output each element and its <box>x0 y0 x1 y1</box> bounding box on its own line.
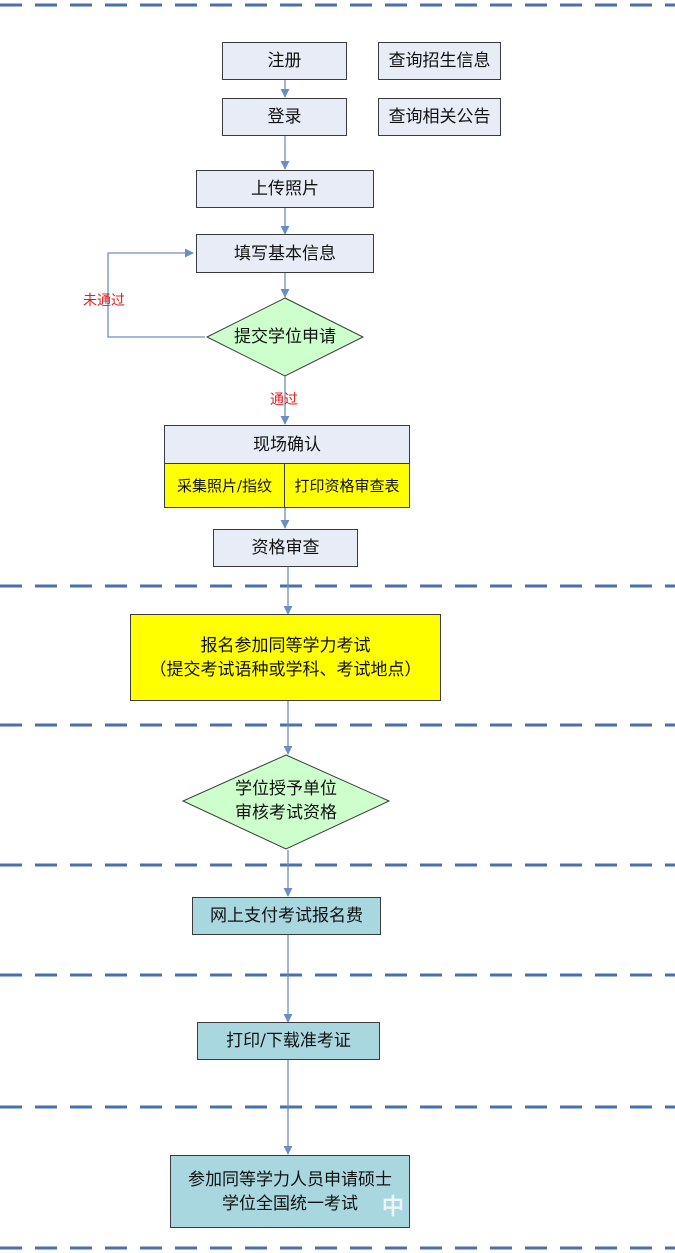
watermark-logo: 中 <box>382 1195 405 1220</box>
print-review-form-box[interactable]: 打印资格审查表 <box>284 463 410 508</box>
final-exam-line1: 参加同等学力人员申请硕士 <box>188 1169 392 1190</box>
collect-photo-fingerprint-box[interactable]: 采集照片/指纹 <box>164 463 285 508</box>
unit-review-label: 学位授予单位 审核考试资格 <box>216 776 356 826</box>
fill-info-box[interactable]: 填写基本信息 <box>196 234 374 273</box>
final-exam-line2: 学位全国统一考试 <box>222 1193 358 1214</box>
arrow-loop-not-passed <box>107 248 205 338</box>
query-admission-box[interactable]: 查询招生信息 <box>378 42 501 80</box>
diamond-submit-application <box>205 297 365 377</box>
onsite-confirm-label: 现场确认 <box>253 434 321 455</box>
upload-photo-label: 上传照片 <box>251 179 319 199</box>
print-review-form-label: 打印资格审查表 <box>294 476 400 495</box>
diamond-unit-review <box>181 754 391 850</box>
not-passed-label: 未通过 <box>83 293 125 309</box>
unit-review-line2: 审核考试资格 <box>235 803 337 823</box>
query-admission-label: 查询招生信息 <box>388 51 491 71</box>
query-notice-label: 查询相关公告 <box>388 107 491 127</box>
pay-fee-label: 网上支付考试报名费 <box>210 906 363 926</box>
pay-fee-box[interactable]: 网上支付考试报名费 <box>192 897 381 935</box>
register-box[interactable]: 注册 <box>222 42 347 80</box>
exam-signup-box[interactable]: 报名参加同等学力考试 （提交考试语种或学科、考试地点） <box>130 614 441 701</box>
login-label: 登录 <box>267 107 302 127</box>
print-ticket-box[interactable]: 打印/下载准考证 <box>197 1022 380 1060</box>
qualification-review-box[interactable]: 资格审查 <box>213 529 358 567</box>
register-label: 注册 <box>267 51 302 71</box>
query-notice-box[interactable]: 查询相关公告 <box>378 98 501 136</box>
collect-photo-fingerprint-label: 采集照片/指纹 <box>176 476 273 495</box>
onsite-confirm-box[interactable]: 现场确认 <box>164 425 410 464</box>
upload-photo-box[interactable]: 上传照片 <box>196 170 374 208</box>
login-box[interactable]: 登录 <box>222 98 347 136</box>
unit-review-line1: 学位授予单位 <box>235 779 337 799</box>
qualification-review-label: 资格审查 <box>251 538 320 558</box>
final-exam-box[interactable]: 参加同等学力人员申请硕士 学位全国统一考试 <box>170 1155 410 1228</box>
fill-info-label: 填写基本信息 <box>234 243 336 264</box>
exam-signup-line2: （提交考试语种或学科、考试地点） <box>149 659 422 680</box>
passed-label: 通过 <box>270 392 298 408</box>
submit-application-label: 提交学位申请 <box>234 327 336 347</box>
exam-signup-line1: 报名参加同等学力考试 <box>200 635 371 656</box>
print-ticket-label: 打印/下载准考证 <box>226 1031 351 1051</box>
